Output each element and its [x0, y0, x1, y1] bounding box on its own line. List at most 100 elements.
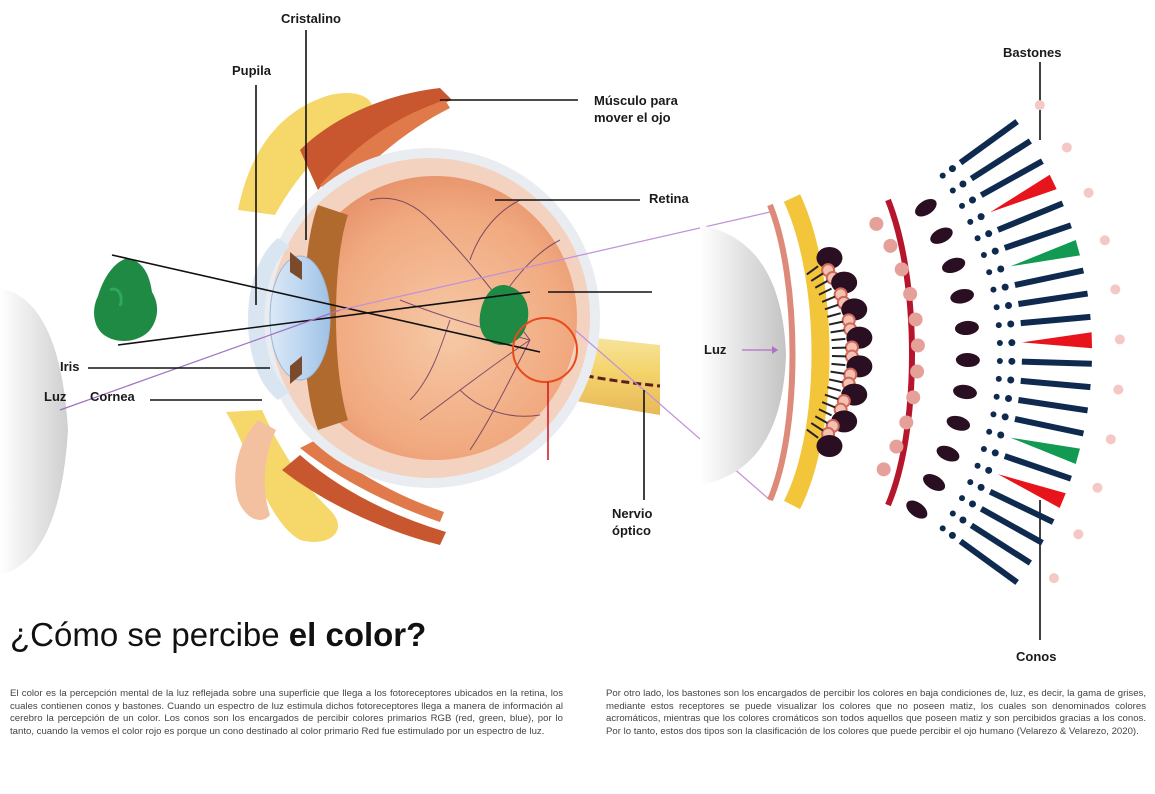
- photoreceptor-dot: [981, 252, 987, 258]
- ganglion-cell: [816, 435, 842, 457]
- rod-cell: [1021, 317, 1091, 323]
- photoreceptor-dot: [959, 203, 965, 209]
- rod-cell: [998, 203, 1063, 230]
- label-luz-right: Luz: [704, 341, 726, 358]
- photoreceptor-dot: [1008, 358, 1015, 365]
- axon-line: [831, 330, 845, 332]
- amacrine-cell: [903, 287, 917, 301]
- horizontal-cell: [949, 287, 975, 306]
- axon-line: [827, 313, 840, 317]
- rod-cell: [1018, 400, 1087, 410]
- label-retina: Retina: [649, 190, 689, 207]
- photoreceptor-dot: [969, 500, 976, 507]
- photoreceptor-dot: [1008, 339, 1015, 346]
- photoreceptor-dot: [978, 484, 985, 491]
- photoreceptor-dot: [997, 432, 1004, 439]
- photoreceptor-dot: [986, 269, 992, 275]
- pigment-cell: [1084, 188, 1094, 198]
- pigment-cell: [1106, 434, 1116, 444]
- label-musculo: Músculo para mover el ojo: [594, 92, 678, 126]
- amacrine-cell: [869, 217, 883, 231]
- photoreceptor-dot: [996, 322, 1002, 328]
- amacrine-cell: [911, 338, 925, 352]
- photoreceptor-dot: [994, 394, 1000, 400]
- retina-cells: [807, 100, 1125, 583]
- rod-cell: [1022, 362, 1092, 364]
- label-nervio: Nervio óptico: [612, 505, 652, 539]
- photoreceptor-dot: [981, 446, 987, 452]
- amacrine-cell: [889, 440, 903, 454]
- rod-cell: [1021, 381, 1091, 387]
- label-conos: Conos: [1016, 648, 1056, 665]
- pigment-cell: [1115, 334, 1125, 344]
- photoreceptor-dot: [959, 516, 966, 523]
- photoreceptor-dot: [940, 173, 946, 179]
- cone-red-cell: [1022, 332, 1092, 348]
- amacrine-cell: [883, 239, 897, 253]
- horizontal-cell: [952, 383, 978, 400]
- title-bold: el color?: [289, 616, 427, 653]
- label-cornea: Cornea: [90, 388, 135, 405]
- photoreceptor-dot: [949, 165, 956, 172]
- photoreceptor-dot: [1007, 376, 1014, 383]
- photoreceptor-dot: [967, 219, 973, 225]
- photoreceptor-dot: [985, 467, 992, 474]
- amacrine-cell: [906, 390, 920, 404]
- photoreceptor-dot: [967, 479, 973, 485]
- label-iris: Iris: [60, 358, 80, 375]
- horizontal-cell: [954, 320, 979, 336]
- photoreceptor-dot: [1005, 395, 1012, 402]
- pigment-cell: [1062, 142, 1072, 152]
- label-luz-left: Luz: [44, 388, 66, 405]
- photoreceptor-dot: [1007, 321, 1014, 328]
- axon-line: [831, 372, 845, 374]
- photoreceptor-dot: [990, 287, 996, 293]
- amacrine-cell: [895, 262, 909, 276]
- horizontal-cell: [945, 413, 972, 433]
- amacrine-cell: [910, 365, 924, 379]
- photoreceptor-dot: [997, 265, 1004, 272]
- title-light: ¿Cómo se percibe: [10, 616, 289, 653]
- axon-line: [829, 322, 843, 325]
- object-green-shape: [94, 258, 157, 341]
- rod-cell: [1005, 456, 1071, 479]
- photoreceptor-dot: [975, 235, 981, 241]
- photoreceptor-dot: [959, 495, 965, 501]
- horizontal-cell: [956, 353, 980, 368]
- photoreceptor-dot: [969, 197, 976, 204]
- amacrine-cell: [909, 313, 923, 327]
- photoreceptor-dot: [949, 532, 956, 539]
- horizontal-cell: [940, 255, 967, 276]
- horizontal-cell: [934, 443, 962, 465]
- photoreceptor-dot: [990, 411, 996, 417]
- paragraph-right: Por otro lado, los bastones son los enca…: [606, 688, 1146, 738]
- photoreceptor-dot: [997, 358, 1003, 364]
- paragraph-left: El color es la percepción mental de la l…: [10, 688, 563, 738]
- pigment-cell: [1073, 529, 1083, 539]
- photoreceptor-dot: [994, 304, 1000, 310]
- photoreceptor-dot: [978, 213, 985, 220]
- horizontal-cell: [903, 497, 931, 522]
- horizontal-cell: [928, 224, 956, 247]
- retina-band-yellow: [792, 198, 821, 505]
- horizontal-cell: [912, 195, 940, 220]
- amacrine-cell: [899, 415, 913, 429]
- photoreceptor-dot: [1005, 302, 1012, 309]
- left-lens-shape: [0, 288, 68, 575]
- photoreceptor-dot: [1002, 284, 1009, 291]
- pigment-cell: [1035, 100, 1045, 110]
- axon-line: [831, 339, 845, 340]
- axon-line: [829, 379, 843, 382]
- rod-cell: [1015, 270, 1083, 285]
- label-cristalino: Cristalino: [281, 10, 341, 27]
- rod-cell: [1015, 419, 1083, 434]
- pigment-cell: [1113, 385, 1123, 395]
- cone-red-cell: [990, 175, 1057, 213]
- photoreceptor-dot: [1002, 413, 1009, 420]
- horizontal-cell: [920, 471, 948, 495]
- photoreceptor-dot: [950, 511, 956, 517]
- photoreceptor-dot: [985, 230, 992, 237]
- pigment-cell: [1100, 235, 1110, 245]
- rod-cell: [1005, 225, 1071, 248]
- photoreceptor-dot: [997, 340, 1003, 346]
